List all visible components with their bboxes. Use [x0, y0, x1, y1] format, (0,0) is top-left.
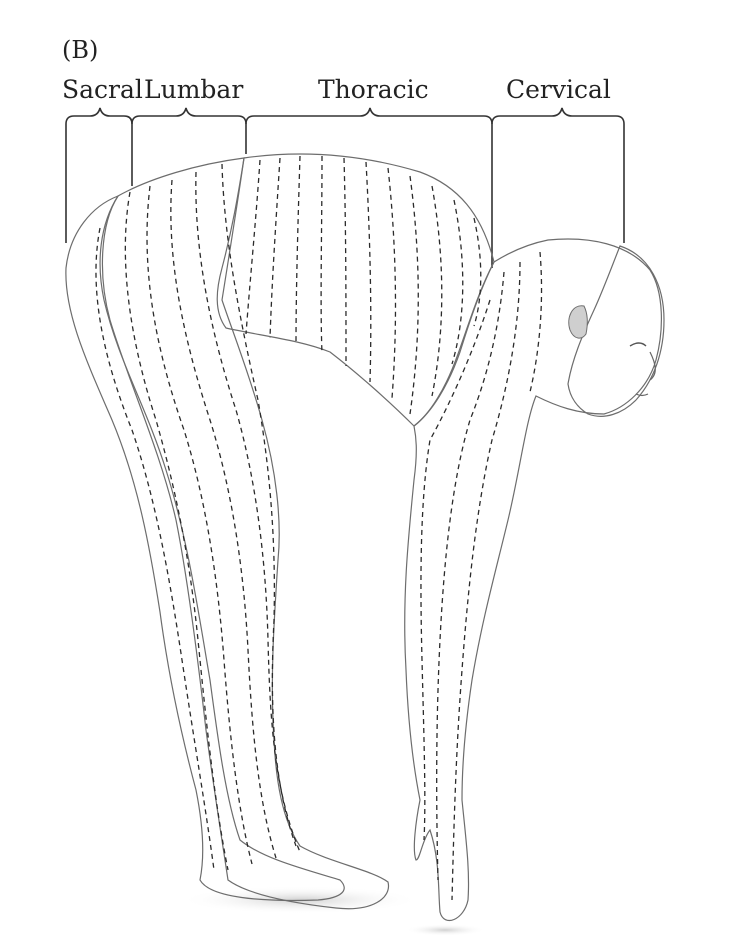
cervical-region	[404, 238, 662, 922]
brace-lumbar	[131, 107, 247, 186]
region-label-sacral: Sacral	[62, 75, 143, 104]
dermatome-lines	[95, 155, 543, 901]
brace-thoracic	[245, 107, 493, 125]
nose-icon	[649, 351, 656, 381]
floor-shadow-hand	[405, 924, 485, 936]
sacral-region	[65, 194, 345, 902]
thoracic-region	[216, 153, 495, 427]
brace-cervical	[491, 107, 625, 268]
eye-icon	[629, 342, 647, 347]
region-label-thoracic: Thoracic	[318, 75, 429, 104]
brace-sacral	[65, 107, 133, 243]
region-label-lumbar: Lumbar	[144, 75, 243, 104]
mouth-icon	[635, 393, 649, 397]
panel-label: (B)	[62, 36, 98, 64]
lumbar-region	[101, 157, 390, 910]
face-region	[567, 245, 665, 417]
ear-icon	[568, 305, 588, 339]
region-label-cervical: Cervical	[506, 75, 611, 104]
